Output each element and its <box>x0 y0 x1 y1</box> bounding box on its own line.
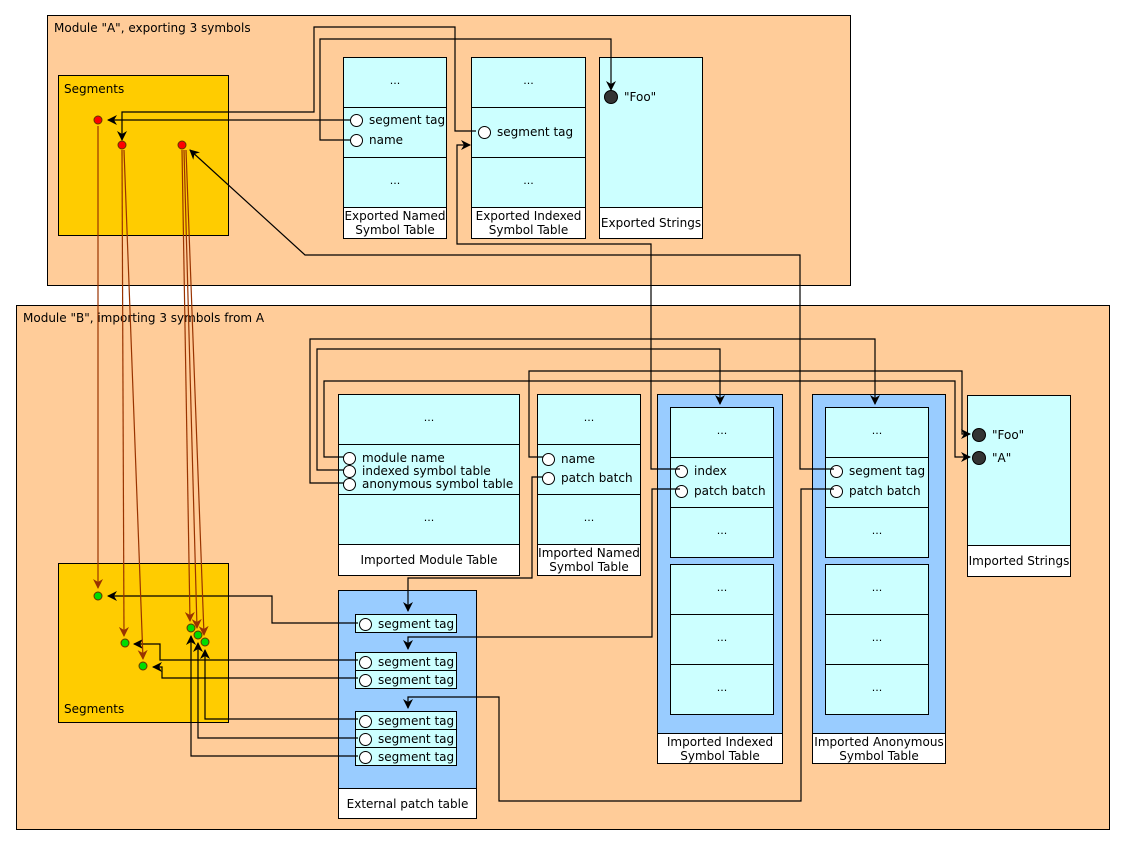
exported-indexed-symbol-table: ... segment tag ... Exported Indexed Sym… <box>471 57 586 239</box>
row-ellipsis: ... <box>389 74 401 87</box>
field-patch-batch: patch batch <box>675 483 766 499</box>
field-index: index <box>675 463 727 479</box>
string-a: "A" <box>972 450 1011 466</box>
table-caption: Imported Anonymous Symbol Table <box>813 733 945 763</box>
port-icon <box>542 471 555 485</box>
table-caption: Exported Indexed Symbol Table <box>472 208 585 238</box>
exported-named-symbol-table: ... segment tag name ... Exported Named … <box>343 57 447 239</box>
imported-strings-table: "Foo" "A" Imported Strings <box>967 395 1071 577</box>
row-ellipsis: ... <box>871 424 883 437</box>
patch-entry: segment tag <box>359 616 454 632</box>
string-point-icon <box>604 90 618 104</box>
port-icon <box>350 133 363 147</box>
field-patch-batch: patch batch <box>830 483 921 499</box>
row-ellipsis: ... <box>871 631 883 644</box>
port-icon <box>830 484 843 498</box>
port-icon <box>359 750 372 764</box>
row-ellipsis: ... <box>871 581 883 594</box>
string-point-icon <box>972 451 986 465</box>
row-ellipsis: ... <box>423 511 435 524</box>
module-b-segments-label: Segments <box>64 702 125 716</box>
patch-entry: segment tag <box>359 731 454 747</box>
row-ellipsis: ... <box>716 424 728 437</box>
port-icon <box>359 714 372 728</box>
port-icon <box>478 125 491 139</box>
row-ellipsis: ... <box>523 174 534 187</box>
port-icon <box>359 732 372 746</box>
imported-named-symbol-table: ... name patch batch ... Imported Named … <box>537 394 641 576</box>
external-patch-table: segment tag segment tag segment tag segm… <box>338 590 477 819</box>
table-caption: Imported Indexed Symbol Table <box>658 733 782 763</box>
field-segment-tag: segment tag <box>350 112 445 128</box>
imported-indexed-symbol-table: ... index patch batch ... ... ... ... Im… <box>657 394 783 764</box>
string-foo: "Foo" <box>972 427 1024 443</box>
row-ellipsis: ... <box>716 524 728 537</box>
table-caption: Exported Named Symbol Table <box>344 208 446 238</box>
field-patch-batch: patch batch <box>542 470 633 486</box>
row-ellipsis: ... <box>871 681 883 694</box>
exported-strings-table: "Foo" Exported Strings <box>599 57 703 239</box>
module-b-segments: Segments <box>58 563 229 723</box>
row-ellipsis: ... <box>389 174 401 187</box>
imported-anonymous-symbol-table: ... segment tag patch batch ... ... ... … <box>812 394 946 764</box>
field-name: name <box>542 451 595 467</box>
field-segment-tag: segment tag <box>830 463 925 479</box>
row-ellipsis: ... <box>583 511 595 524</box>
module-a-segments: Segments <box>58 75 229 236</box>
patch-entry: segment tag <box>359 749 454 765</box>
port-icon <box>830 464 843 478</box>
module-a-title: Module "A", exporting 3 symbols <box>54 21 251 35</box>
row-ellipsis: ... <box>583 411 595 424</box>
port-icon <box>675 464 688 478</box>
table-caption: Imported Named Symbol Table <box>538 545 640 575</box>
row-ellipsis: ... <box>716 581 728 594</box>
patch-entry: segment tag <box>359 672 454 688</box>
field-segment-tag: segment tag <box>478 124 573 140</box>
table-caption: Imported Module Table <box>339 545 519 575</box>
patch-entry: segment tag <box>359 713 454 729</box>
row-ellipsis: ... <box>423 411 435 424</box>
field-anonymous-symbol-table: anonymous symbol table <box>343 476 513 492</box>
port-icon <box>359 673 372 687</box>
table-caption: External patch table <box>339 788 476 818</box>
row-ellipsis: ... <box>871 524 883 537</box>
module-b-title: Module "B", importing 3 symbols from A <box>23 311 265 325</box>
string-point-icon <box>972 428 986 442</box>
table-caption: Imported Strings <box>968 546 1070 576</box>
port-icon <box>359 655 372 669</box>
row-ellipsis: ... <box>716 681 728 694</box>
string-foo: "Foo" <box>604 89 656 105</box>
imported-module-table: ... module name indexed symbol table ano… <box>338 394 520 576</box>
port-icon <box>675 484 688 498</box>
row-ellipsis: ... <box>716 631 728 644</box>
port-icon <box>542 452 555 466</box>
row-ellipsis: ... <box>523 74 534 87</box>
field-name: name <box>350 132 403 148</box>
port-icon <box>359 617 372 631</box>
patch-entry: segment tag <box>359 654 454 670</box>
module-a-segments-label: Segments <box>64 82 125 96</box>
port-icon <box>343 477 356 491</box>
table-caption: Exported Strings <box>600 208 702 238</box>
port-icon <box>350 113 363 127</box>
